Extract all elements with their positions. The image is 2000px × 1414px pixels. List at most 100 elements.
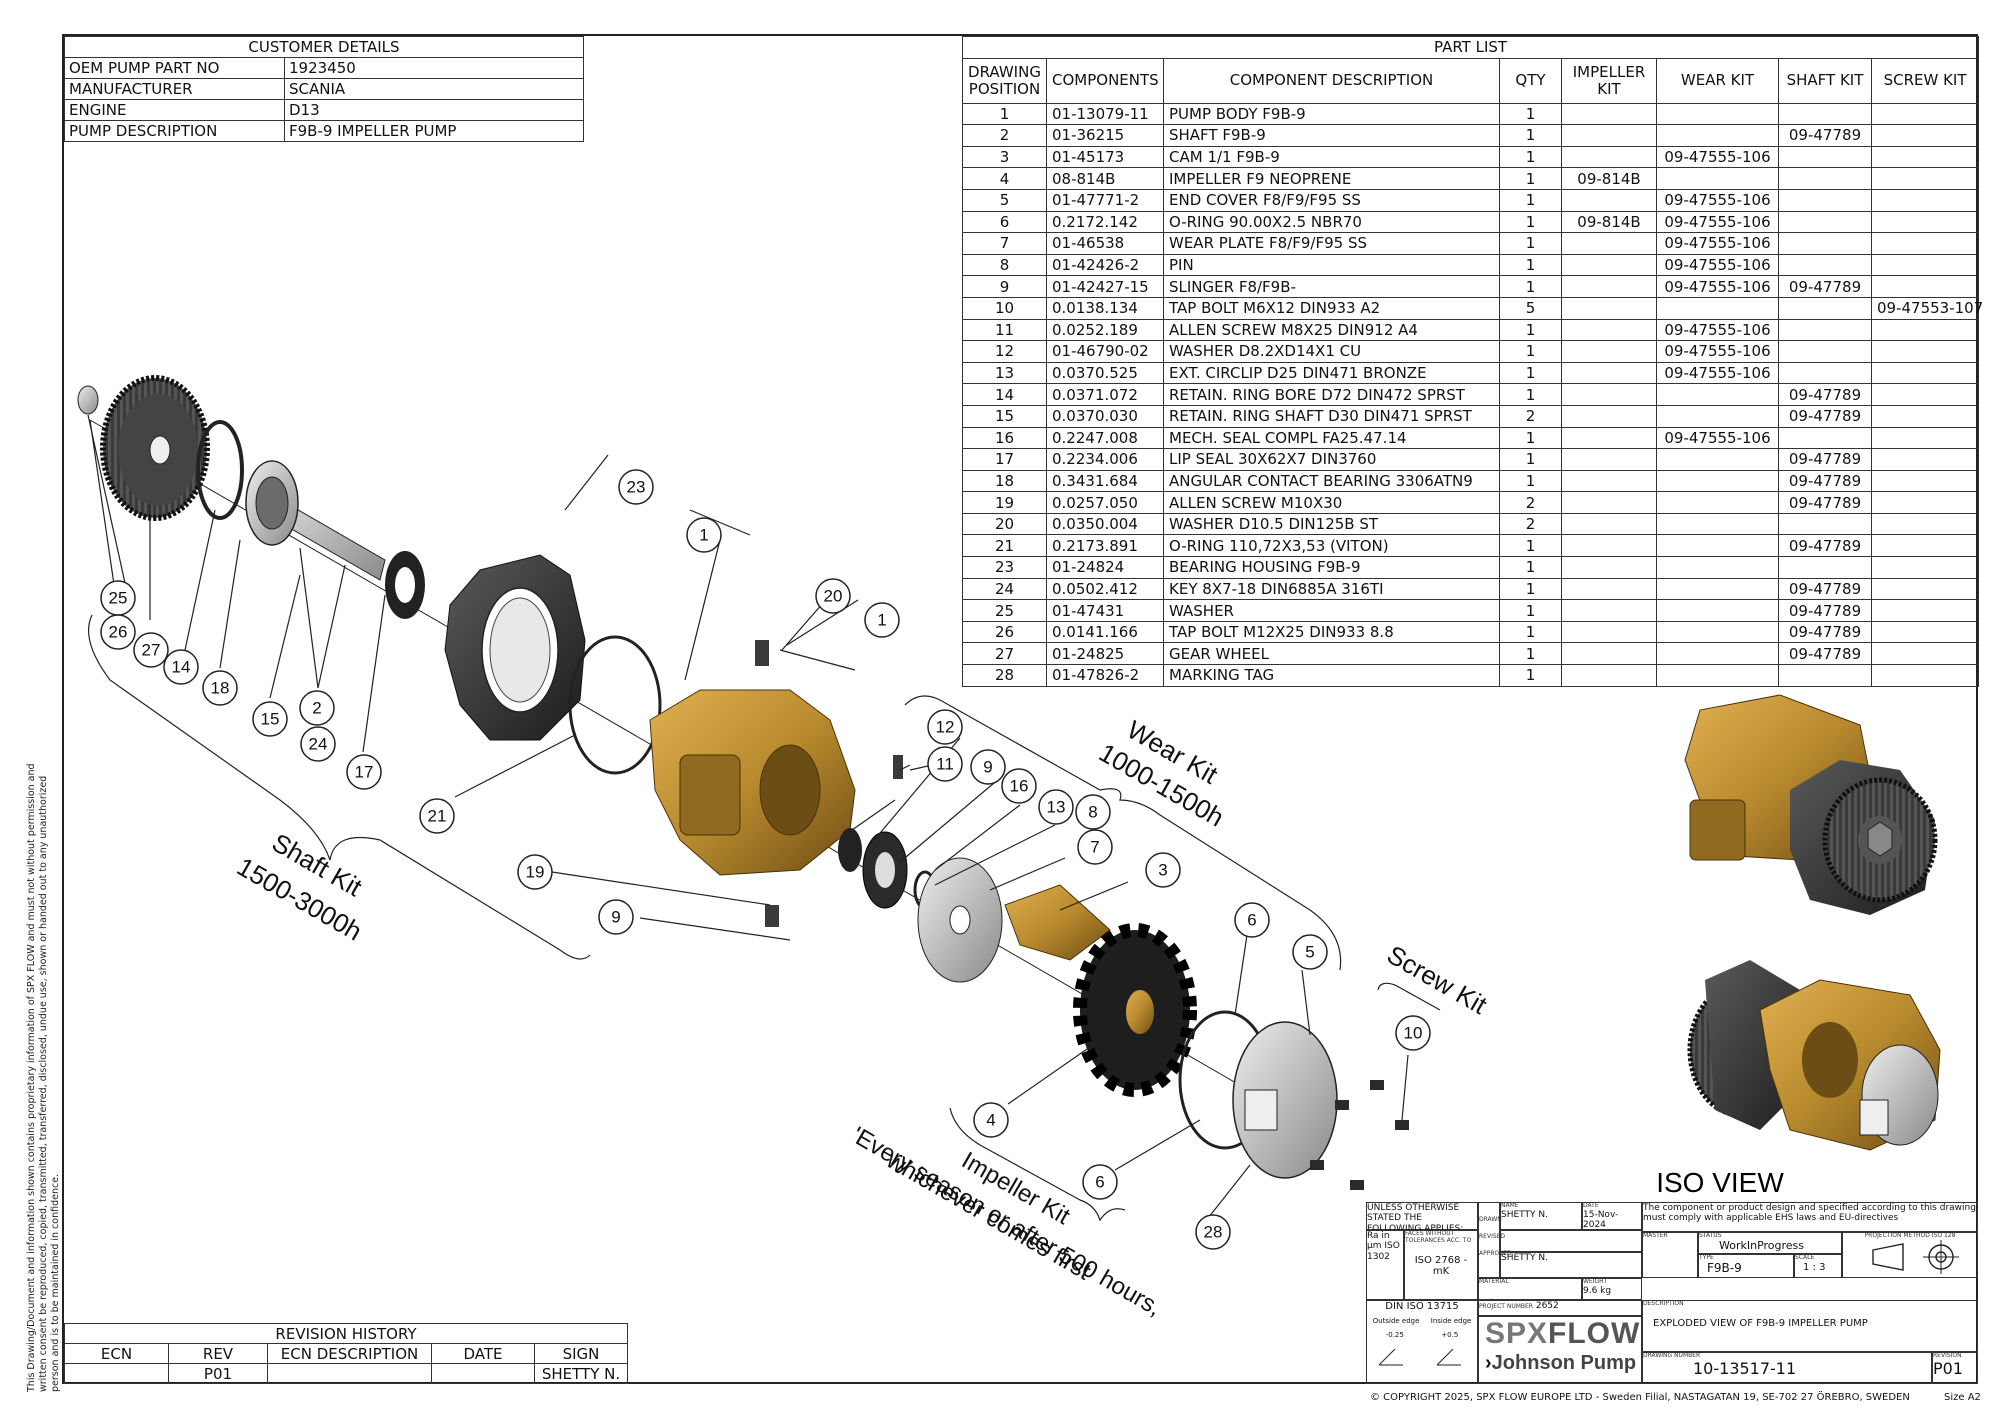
part-list-cell: 01-46538 (1046, 232, 1164, 255)
balloon-circle (927, 746, 963, 782)
callout-balloon: 16 (1001, 768, 1037, 804)
part-list-cell: 0.2234.006 (1046, 448, 1164, 471)
callout-balloon: 7 (1077, 829, 1113, 865)
projection-symbol-icon (1872, 1239, 1959, 1274)
part-list-header: SCREW KIT (1870, 57, 1980, 104)
part-list-header: WEAR KIT (1656, 57, 1779, 104)
revision-cell: REVISION P01 (1932, 1352, 1978, 1384)
part-list-cell: 01-47826-2 (1046, 664, 1164, 687)
wear-kit-bracket (904, 695, 1342, 971)
balloon-label: 15 (261, 710, 280, 729)
part-list-cell: TAP BOLT M6X12 DIN933 A2 (1163, 296, 1500, 320)
pump-body-part (649, 689, 856, 876)
part-list-cell: 0.0370.030 (1046, 404, 1164, 428)
balloon-label: 26 (109, 623, 128, 642)
edge-symbol-icon (1378, 1348, 1461, 1366)
part-list-title-row: PART LIST (961, 36, 1980, 59)
callout-balloon: 25 (100, 580, 136, 616)
balloon-circle (1395, 1015, 1431, 1051)
part-list-cell: 18 (962, 469, 1047, 493)
part-list-cell: 19 (962, 491, 1047, 514)
balloon-circle (686, 517, 722, 553)
revision-row: P01 SHETTY N. (64, 1363, 628, 1384)
balloon-label: 9 (611, 908, 620, 927)
balloon-circle (970, 749, 1006, 785)
part-list-cell: 0.0350.004 (1046, 512, 1164, 536)
tap-bolt-part (1335, 1100, 1349, 1110)
callout-balloon: 10 (1395, 1015, 1431, 1051)
part-list-cell: SHAFT F9B-9 (1163, 124, 1500, 147)
balloon-label: 4 (986, 1111, 995, 1130)
slinger-part (838, 828, 862, 872)
balloon-label: 28 (1204, 1223, 1223, 1242)
part-list-header: DRAWING POSITION (962, 57, 1047, 104)
balloon-circle (1077, 829, 1113, 865)
balloon-circle (1082, 1164, 1118, 1200)
balloon-label: 7 (1090, 838, 1099, 857)
balloon-circle (163, 649, 199, 685)
part-list-cell: 27 (962, 642, 1047, 666)
part-list-cell: 09-47789 (1778, 577, 1872, 601)
balloon-circle (299, 690, 335, 726)
balloon-label: 8 (1088, 803, 1097, 822)
balloon-circle (598, 899, 634, 935)
bearing-shaft-part (245, 460, 386, 581)
callout-balloon: 5 (1292, 934, 1328, 970)
callout-balloon: 28 (1195, 1214, 1231, 1250)
part-list-header: IMPELLER KIT (1561, 57, 1657, 104)
balloon-circle (517, 854, 553, 890)
tolerance-standard: FACES WITHOUT TOLERANCES ACC. TO ISO 276… (1404, 1230, 1478, 1300)
part-list-cell: 09-47555-106 (1656, 253, 1779, 277)
part-list-cell: END COVER F8/F9/F95 SS (1163, 188, 1500, 212)
callout-balloon: 27 (133, 632, 169, 668)
roughness-note: Ra in µm ISO 1302 (1366, 1230, 1404, 1300)
part-list-cell: MECH. SEAL COMPL FA25.47.14 (1163, 426, 1500, 450)
brand-flow: FLOW (1548, 1317, 1641, 1350)
part-list-cell: 01-36215 (1046, 124, 1164, 147)
part-list-cell: 1 (1499, 210, 1562, 234)
part-list-cell: WEAR PLATE F8/F9/F95 SS (1163, 232, 1500, 255)
retaining-ring-part (196, 420, 244, 520)
part-list-cell: 09-47555-106 (1656, 210, 1779, 234)
part-list-cell: GEAR WHEEL (1163, 642, 1500, 666)
master-cell: MASTER (1642, 1232, 1698, 1278)
part-list-cell: 0.2172.142 (1046, 210, 1164, 234)
callout-balloon: 14 (163, 649, 199, 685)
balloon-circle (300, 726, 336, 762)
part-list-cell: ANGULAR CONTACT BEARING 3306ATN9 (1163, 469, 1500, 493)
balloon-circle (864, 602, 900, 638)
balloon-circle (927, 709, 963, 745)
revision-header-row: ECN REV ECN DESCRIPTION DATE SIGN (64, 1343, 628, 1364)
part-list-cell: 11 (962, 318, 1047, 342)
part-list-header: SHAFT KIT (1778, 57, 1872, 104)
part-list-cell: KEY 8X7-18 DIN6885A 316TI (1163, 577, 1500, 601)
tap-bolt-part (1310, 1160, 1324, 1170)
part-list-cell (1870, 145, 1980, 169)
balloon-circle (1038, 789, 1074, 825)
tap-bolt-part (1370, 1080, 1384, 1090)
callout-balloon: 26 (100, 614, 136, 650)
balloon-circle (1145, 852, 1181, 888)
approved-cell: SHETTY N. (1500, 1252, 1642, 1278)
callout-balloon: 4 (973, 1102, 1009, 1138)
revised-cell (1500, 1230, 1642, 1252)
drawing-number-cell: DRAWING NUMBER 10-13517-11 (1642, 1352, 1932, 1384)
callout-balloon: 23 (618, 469, 654, 505)
part-list-cell: 26 (962, 620, 1047, 644)
oring-21-part (568, 635, 662, 775)
balloon-circle (419, 798, 455, 834)
